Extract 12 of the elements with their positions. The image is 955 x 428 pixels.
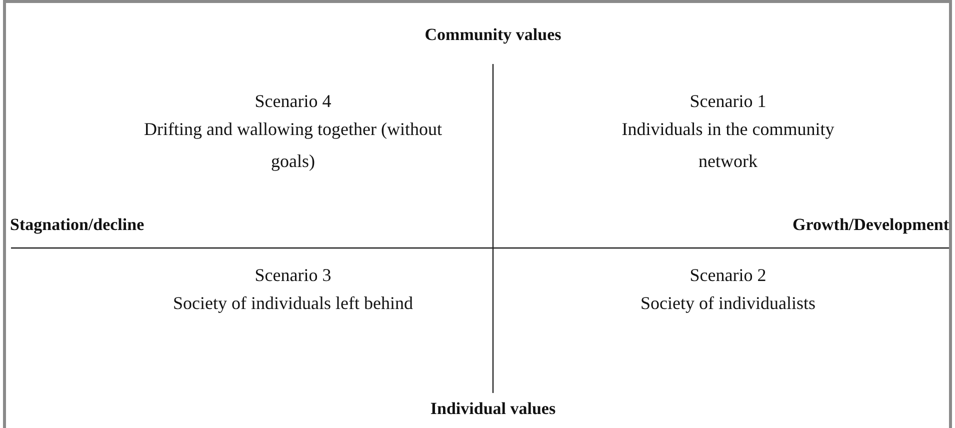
axis-label: Growth/Development [792,214,949,236]
scenario-description: Individuals in the community network [620,118,836,173]
scenario-title: Scenario 1 [690,90,766,113]
axis-label: Stagnation/decline [10,214,144,236]
axis-label: Community values [424,24,562,46]
scenario-description: Society of individualists [640,292,816,315]
scenario-description: Society of individuals left behind [173,292,413,315]
scenario-description: Drifting and wallowing together (without goals) [143,118,443,173]
scenario-title: Scenario 2 [690,264,766,287]
scenario-title: Scenario 4 [254,90,332,113]
axis-label: Individual values [430,398,556,420]
scenario-title: Scenario 3 [254,264,332,287]
